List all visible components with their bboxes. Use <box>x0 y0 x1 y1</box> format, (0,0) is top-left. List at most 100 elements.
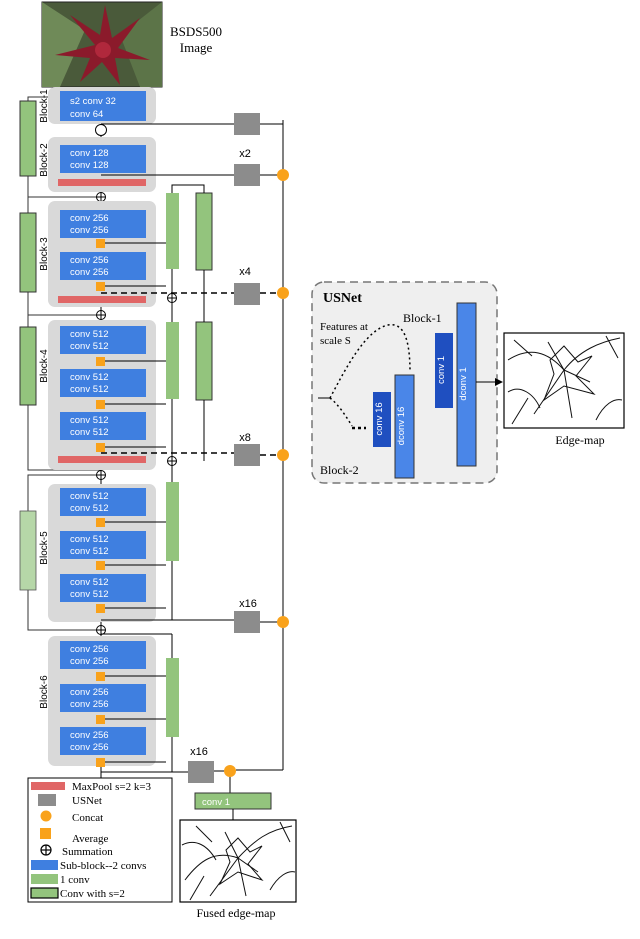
maxpool-bar <box>58 296 146 303</box>
sub-block-text: conv 256 <box>70 255 109 266</box>
sub-block-text: conv 512 <box>70 534 109 545</box>
usnet-box-1 <box>234 113 260 135</box>
sub-block <box>60 684 146 712</box>
sub-block <box>60 326 146 354</box>
sub-block <box>60 412 146 440</box>
average-node <box>96 561 105 570</box>
strided-conv-box-4 <box>19 510 37 591</box>
concat-node <box>224 765 236 777</box>
block-label: Block-1 <box>39 89 50 123</box>
block-label: Block-2 <box>39 143 50 177</box>
sub-block-text: conv 512 <box>70 384 109 395</box>
scale-label: x2 <box>239 148 251 160</box>
average-node <box>96 282 105 291</box>
scale-label: x16 <box>239 598 257 610</box>
sub-block-text: conv 256 <box>70 742 109 753</box>
strided-conv-box-3 <box>19 326 37 406</box>
sub-block-text: conv 512 <box>70 415 109 426</box>
usnet-title: USNet <box>323 291 362 306</box>
sub-block-text: conv 128 <box>70 148 109 159</box>
usnet-box-4 <box>234 444 260 466</box>
block-3: conv 256 conv 256 conv 256 conv 256 Bloc… <box>39 201 156 307</box>
legend-convs2-swatch <box>30 887 59 899</box>
usnet-features-line1: Features at <box>320 321 368 333</box>
usnet-box-6 <box>188 761 214 783</box>
sub-block <box>60 574 146 602</box>
usnet-dconv16-box <box>394 374 415 479</box>
legend-label: Conv with s=2 <box>60 888 125 900</box>
average-node <box>96 518 105 527</box>
legend-label: 1 conv <box>60 874 90 886</box>
input-title-line2: Image <box>180 40 213 55</box>
fused-edge-map-image <box>179 819 297 903</box>
legend-conv1-swatch <box>31 874 58 884</box>
one-conv-box <box>166 482 179 561</box>
sub-block-text: conv 256 <box>70 213 109 224</box>
sub-block-text: conv 256 <box>70 730 109 741</box>
usnet-dconv1-box <box>456 302 477 467</box>
legend-label: Summation <box>62 846 113 858</box>
usnet-dconv16-label: dconv 16 <box>396 407 407 446</box>
average-node <box>96 239 105 248</box>
input-image <box>41 1 163 88</box>
legend-label: MaxPool s=2 k=3 <box>72 781 152 793</box>
left-strided-convs <box>27 96 101 631</box>
usnet-features-line2: scale S <box>320 335 351 347</box>
average-node <box>96 357 105 366</box>
sub-block-text: conv 512 <box>70 503 109 514</box>
sub-block-text: conv 512 <box>70 491 109 502</box>
sub-block-text: conv 256 <box>70 644 109 655</box>
sub-block <box>60 91 146 121</box>
block-label: Block-5 <box>39 531 50 565</box>
block-label: Block-3 <box>39 237 50 271</box>
sub-block-text: conv 256 <box>70 267 109 278</box>
sub-block-text: conv 512 <box>70 427 109 438</box>
sub-block-text: conv 128 <box>70 160 109 171</box>
usnet-conv16-box <box>373 392 391 447</box>
average-node <box>96 715 105 724</box>
block-5: conv 512 conv 512 conv 512 conv 512 conv… <box>39 484 156 622</box>
usnet-box-3 <box>234 283 260 305</box>
average-node <box>96 758 105 767</box>
sub-block <box>60 727 146 755</box>
input-title-line1: BSDS500 <box>170 24 222 39</box>
sub-block <box>60 488 146 516</box>
legend-label: Sub-block--2 convs <box>60 860 146 872</box>
sub-block-text: conv 256 <box>70 699 109 710</box>
strided-conv-box-1 <box>19 100 37 177</box>
block-1: s2 conv 32 conv 64 Block-1 <box>39 87 156 124</box>
sub-block-text: conv 512 <box>70 589 109 600</box>
one-conv-box <box>166 193 179 269</box>
strided-conv-box <box>195 192 213 271</box>
sub-block-text: conv 512 <box>70 577 109 588</box>
fuse-conv-label: conv 1 <box>202 797 230 808</box>
sub-block <box>60 369 146 397</box>
sub-block-text: s2 conv 32 <box>70 96 116 107</box>
usnet-panel: USNet Features at scale S Block-1 Block-… <box>311 281 498 484</box>
average-node <box>96 400 105 409</box>
concat-node <box>277 449 289 461</box>
sub-block <box>60 145 146 173</box>
concat-node <box>95 124 107 136</box>
legend-concat-swatch <box>40 810 52 822</box>
legend-usnet-swatch <box>38 794 56 806</box>
sub-block-text: conv 512 <box>70 546 109 557</box>
legend: MaxPool s=2 k=3 USNet Concat Average Sum… <box>27 777 173 903</box>
edge-map-image <box>503 332 625 429</box>
average-node <box>96 443 105 452</box>
usnet-conv16-label: conv 16 <box>374 402 385 435</box>
usnet-conv1-label: conv 1 <box>436 356 447 384</box>
block-4: conv 512 conv 512 conv 512 conv 512 conv… <box>39 320 156 470</box>
legend-subblock-swatch <box>31 860 58 870</box>
sub-block-text: conv 256 <box>70 225 109 236</box>
strided-conv-box <box>195 321 213 401</box>
fused-edge-map-caption: Fused edge-map <box>197 906 276 920</box>
concat-node <box>277 616 289 628</box>
one-conv-box <box>166 658 179 737</box>
usnet-block2-label: Block-2 <box>320 463 359 477</box>
legend-average-swatch <box>40 828 51 839</box>
sub-block-text: conv 512 <box>70 329 109 340</box>
legend-summation-swatch <box>40 844 52 856</box>
sub-block <box>60 210 146 238</box>
